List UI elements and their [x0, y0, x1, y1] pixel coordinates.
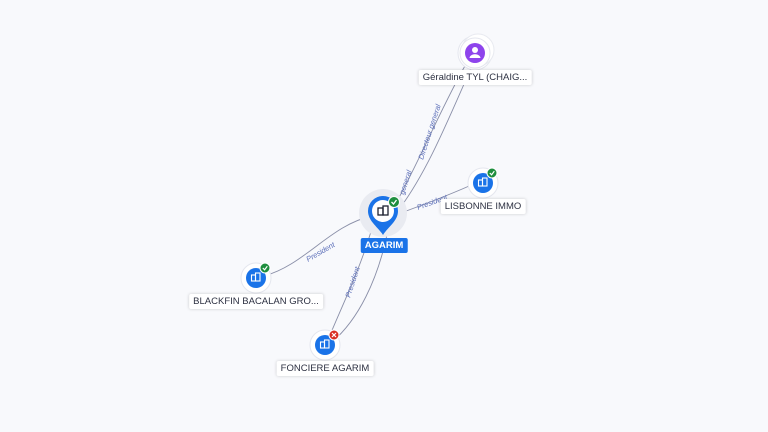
- node-agarim[interactable]: [359, 189, 407, 237]
- edge-label-directeur-1: Directeur general: [416, 103, 442, 161]
- building-icon: [250, 272, 261, 282]
- active-badge-icon: [486, 167, 498, 179]
- node-person[interactable]: [457, 33, 495, 71]
- node-blackfin[interactable]: [240, 262, 272, 294]
- edge-president-blackfin[interactable]: [263, 215, 373, 277]
- edge-directeur-general-2[interactable]: [399, 65, 473, 209]
- active-badge-icon: [259, 262, 271, 274]
- edge-label-president-fonciere: President: [343, 265, 362, 299]
- node-lisbonne[interactable]: [467, 167, 499, 199]
- node-label-lisbonne[interactable]: LISBONNE IMMO: [440, 199, 526, 214]
- node-label-fonciere[interactable]: FONCIERE AGARIM: [276, 361, 374, 376]
- node-fonciere[interactable]: [309, 329, 341, 361]
- node-label-blackfin[interactable]: BLACKFIN BACALAN GRO...: [189, 294, 323, 309]
- building-icon: [319, 339, 330, 349]
- building-icon: [477, 177, 488, 187]
- node-label-agarim[interactable]: AGARIM: [360, 238, 408, 253]
- node-label-person[interactable]: Géraldine TYL (CHAIG...: [418, 70, 532, 85]
- active-badge-icon: [388, 196, 400, 208]
- building-icon: [377, 205, 389, 216]
